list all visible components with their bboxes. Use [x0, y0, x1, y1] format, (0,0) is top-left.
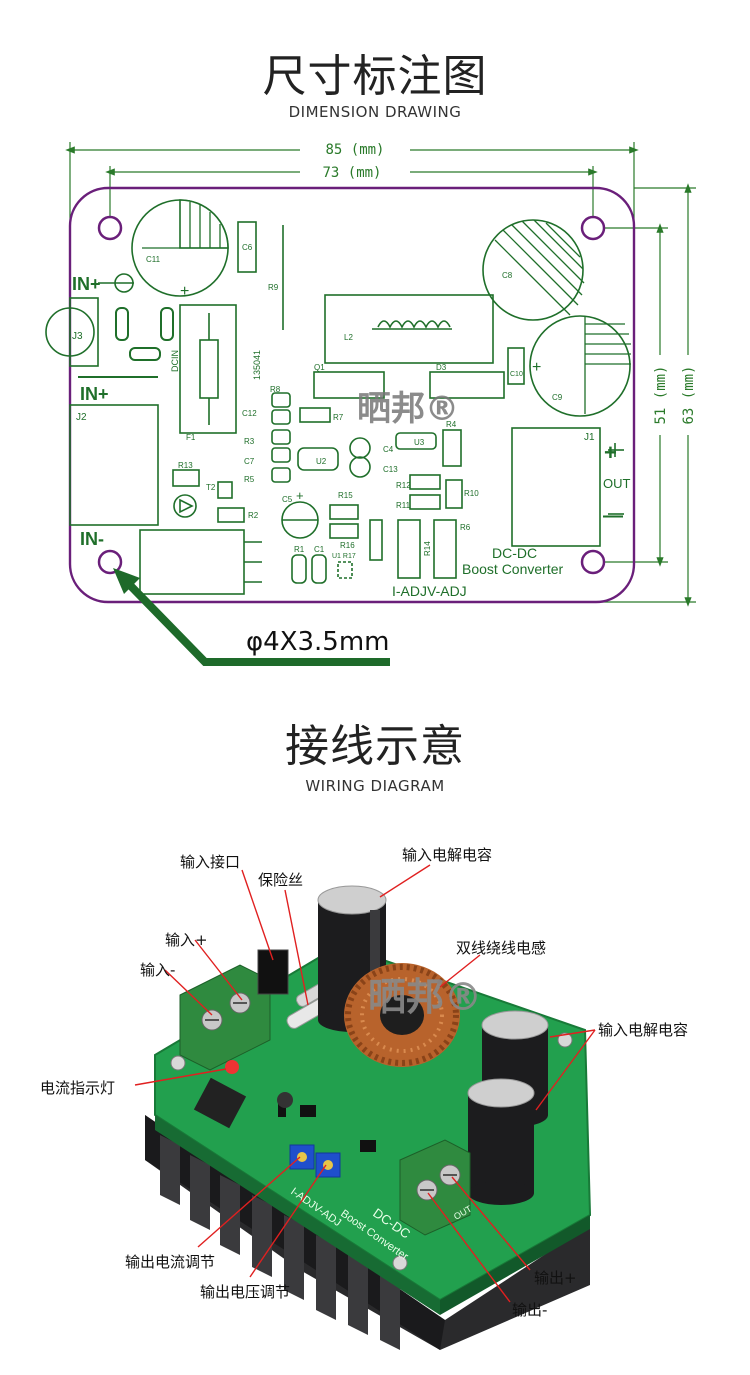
- toroid-inductor: [344, 963, 460, 1067]
- watermark-bottom: 晒邦®: [368, 975, 482, 1019]
- label-r2: R2: [248, 511, 259, 520]
- label-in-minus: IN-: [80, 529, 104, 549]
- label-c1: C1: [314, 545, 325, 554]
- wiring-title-en: WIRING DIAGRAM: [305, 777, 445, 795]
- label-u1r17: U1 R17: [332, 553, 356, 560]
- label-j3: J3: [72, 331, 83, 342]
- callout-out-voltage-adj: 输出电压调节: [200, 1283, 290, 1301]
- dim-height-inner: 51 (mm): [653, 365, 669, 424]
- callout-input-cap-right: 输入电解电容: [598, 1021, 688, 1039]
- dim-height-outer: 63 (mm): [681, 365, 697, 424]
- label-r6: R6: [460, 523, 471, 532]
- pcb-outline: [68, 186, 636, 604]
- label-c10: C10: [510, 371, 523, 378]
- hole-size-note: φ4X3.5mm: [246, 627, 390, 657]
- label-out-plus: +: [604, 440, 617, 465]
- callout-output-plus: 输出+: [534, 1269, 577, 1287]
- label-r14: R14: [423, 541, 432, 556]
- label-t2: T2: [206, 483, 216, 492]
- hole-pointer-arrow: [113, 568, 390, 666]
- label-c5-plus: +: [296, 488, 304, 503]
- label-in-plus-top: IN+: [72, 274, 101, 294]
- dimension-title-cn: 尺寸标注图: [262, 51, 488, 102]
- dimension-drawing: 85 (mm) 73 (mm) 51 (mm) 63 (mm): [45, 140, 697, 666]
- label-c13: C13: [383, 465, 398, 474]
- label-u2: U2: [316, 457, 327, 466]
- dimension-title-en: DIMENSION DRAWING: [288, 103, 462, 121]
- wiring-title-cn: 接线示意: [285, 721, 465, 772]
- input-terminal-block: [179, 964, 271, 1071]
- label-r7: R7: [333, 413, 344, 422]
- label-c7: C7: [244, 457, 255, 466]
- mount-hole-tl: [97, 215, 123, 241]
- callout-input-cap-top: 输入电解电容: [402, 846, 492, 864]
- label-d3: D3: [436, 363, 447, 372]
- callout-output-minus: 输出-: [512, 1301, 547, 1319]
- label-r4: R4: [446, 420, 457, 429]
- mount-hole-bl: [97, 549, 123, 575]
- label-l2: L2: [344, 333, 353, 342]
- label-in-plus: IN+: [80, 384, 109, 404]
- heatsink: [145, 1115, 590, 1350]
- dc-jack: [257, 949, 289, 995]
- callout-fuse: 保险丝: [258, 871, 303, 889]
- callout-inductor: 双线绕线电感: [456, 939, 546, 957]
- label-j1: J1: [584, 432, 595, 443]
- label-r11: R11: [396, 501, 411, 510]
- label-r16: R16: [340, 541, 355, 550]
- callout-input-port: 输入接口: [180, 853, 240, 871]
- callout-input-minus: 输入-: [140, 961, 175, 979]
- label-c6: C6: [242, 243, 253, 252]
- input-cap-right-2: [467, 1078, 535, 1205]
- label-c9-plus: +: [532, 359, 541, 376]
- label-c8: C8: [502, 271, 513, 280]
- label-q1: Q1: [314, 363, 325, 372]
- label-r10: R10: [464, 489, 479, 498]
- wiring-diagram: DC-DC Boost Converter I-ADJV-ADJ OUT 晒邦®…: [40, 846, 688, 1350]
- label-r3: R3: [244, 437, 255, 446]
- callout-input-plus: 输入+: [165, 931, 208, 949]
- mount-hole-br: [580, 549, 606, 575]
- label-r1: R1: [294, 545, 305, 554]
- label-c5: C5: [282, 495, 293, 504]
- label-r15: R15: [338, 491, 353, 500]
- label-adj: I-ADJV-ADJ: [392, 583, 467, 599]
- callout-current-led: 电流指示灯: [40, 1079, 115, 1097]
- transistor: [193, 1077, 247, 1129]
- label-r9: R9: [268, 283, 279, 292]
- label-f1: F1: [186, 433, 196, 442]
- label-c11: C11: [146, 255, 161, 264]
- label-c12: C12: [242, 409, 257, 418]
- dim-width-inner: 73 (mm): [322, 165, 381, 181]
- label-r12: R12: [396, 481, 411, 490]
- label-r8: R8: [270, 385, 281, 394]
- dim-width-outer: 85 (mm): [325, 142, 384, 158]
- label-code: 135041: [252, 350, 262, 380]
- label-r5: R5: [244, 475, 255, 484]
- label-dcin: DCIN: [170, 350, 180, 372]
- label-u3: U3: [414, 438, 425, 447]
- label-r13: R13: [178, 461, 193, 470]
- mount-hole-tr: [580, 215, 606, 241]
- label-c11-plus: +: [180, 283, 189, 300]
- label-out-minus: —: [603, 505, 623, 527]
- label-c9: C9: [552, 393, 563, 402]
- label-c4: C4: [383, 445, 394, 454]
- label-dcdc: DC-DC: [492, 545, 537, 561]
- callout-out-current-adj: 输出电流调节: [125, 1253, 215, 1271]
- label-out: OUT: [603, 476, 631, 491]
- watermark-top: 晒邦®: [357, 389, 459, 429]
- current-led: [225, 1060, 239, 1074]
- label-j2: J2: [76, 412, 87, 423]
- label-boost: Boost Converter: [462, 561, 563, 577]
